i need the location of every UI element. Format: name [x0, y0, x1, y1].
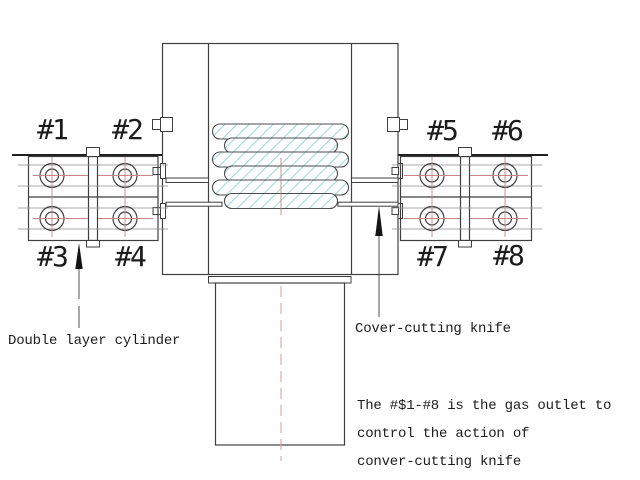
spring-coil	[211, 123, 350, 215]
cover-cutting-knife-arrow	[375, 206, 383, 317]
centerlines-right	[404, 157, 528, 237]
note-line-2: control the action of	[357, 426, 530, 442]
port-label-6: #6	[492, 114, 524, 147]
note-line-3: conver-cutting knife	[357, 454, 522, 470]
gas-outlet-note: The #$1-#8 is the gas outlet to control …	[357, 396, 611, 480]
right-gas-outlet-block	[392, 147, 542, 248]
lower-cylinder	[208, 276, 352, 461]
port-label-3: #3	[37, 240, 69, 273]
callout-cover-cutting-knife: Cover-cutting knife	[355, 321, 511, 337]
main-body	[161, 42, 399, 276]
port-label-1: #1	[37, 113, 69, 146]
port-label-8: #8	[493, 239, 525, 272]
port-label-5: #5	[427, 114, 459, 147]
port-label-4: #4	[115, 240, 147, 273]
left-gas-outlet-block	[18, 147, 168, 248]
double-layer-cylinder-arrow	[75, 243, 83, 328]
body-clamps	[152, 117, 408, 132]
port-label-7: #7	[417, 240, 449, 273]
callout-double-layer-cylinder: Double layer cylinder	[8, 333, 181, 349]
centerlines-left	[33, 157, 153, 237]
note-line-1: The #$1-#8 is the gas outlet to	[357, 398, 612, 414]
port-label-2: #2	[112, 113, 144, 146]
